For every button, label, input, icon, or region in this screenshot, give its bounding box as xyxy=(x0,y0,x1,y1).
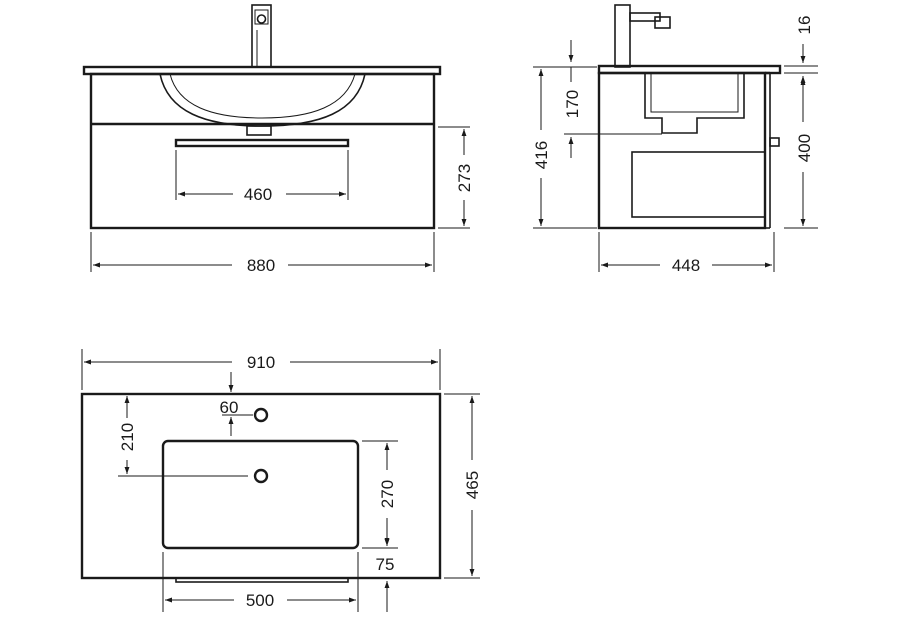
drawer-handle xyxy=(174,138,350,148)
dim-label-16: 16 xyxy=(795,16,814,35)
dim-top-depth: 465 xyxy=(444,393,482,579)
handle-side xyxy=(769,137,780,147)
basin-side-section xyxy=(644,73,745,134)
front-view: 460 273 880 xyxy=(82,4,474,275)
drain-front xyxy=(246,125,272,136)
dim-handle-width: 460 xyxy=(175,150,349,204)
dim-basin-depth: 170 xyxy=(563,40,599,158)
dim-drawer-height: 273 xyxy=(438,126,474,229)
dim-top-width: 910 xyxy=(81,349,441,390)
dim-label-75: 75 xyxy=(376,555,395,574)
side-view: 416 170 16 400 xyxy=(532,4,818,275)
dim-side-height: 416 xyxy=(532,66,597,229)
cabinet-side xyxy=(597,71,767,230)
dim-label-448: 448 xyxy=(672,256,700,275)
dim-label-910: 910 xyxy=(247,353,275,372)
dim-cabinet-height: 400 xyxy=(784,78,818,229)
dim-label-500: 500 xyxy=(246,591,274,610)
cabinet-front xyxy=(89,72,436,230)
dim-label-400: 400 xyxy=(795,134,814,162)
dim-front-width: 880 xyxy=(90,232,435,275)
dim-label-170: 170 xyxy=(563,90,582,118)
drawer-box-side xyxy=(631,151,766,218)
dim-label-465: 465 xyxy=(463,471,482,499)
basin-top xyxy=(161,439,360,550)
dim-label-273: 273 xyxy=(455,164,474,192)
drain-hole xyxy=(253,468,269,484)
top-view: 910 60 210 270 xyxy=(80,349,482,612)
faucet-front xyxy=(251,4,272,68)
dim-back-offset: 75 xyxy=(362,530,398,612)
dim-side-depth: 448 xyxy=(598,232,775,275)
tap-hole xyxy=(253,407,269,423)
dim-label-210: 210 xyxy=(118,423,137,451)
dim-label-880: 880 xyxy=(247,256,275,275)
dim-tap-offset: 60 xyxy=(220,372,253,436)
dim-top-thickness: 16 xyxy=(784,16,818,95)
dim-basin-depth-top: 270 xyxy=(362,440,398,549)
dim-label-460: 460 xyxy=(244,185,272,204)
dim-basin-width: 500 xyxy=(162,552,359,612)
front-lip xyxy=(175,577,349,583)
dim-basin-offset: 210 xyxy=(118,396,248,477)
dim-label-60: 60 xyxy=(220,398,239,417)
dim-label-416: 416 xyxy=(532,141,551,169)
faucet-side xyxy=(614,4,671,68)
dim-label-270: 270 xyxy=(378,480,397,508)
